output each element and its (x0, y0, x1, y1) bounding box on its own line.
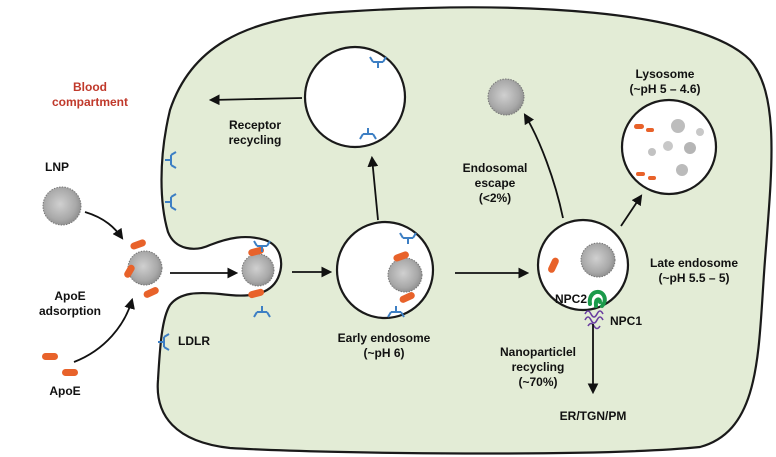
npc1-label: NPC1 (610, 314, 643, 328)
lnp-label: LNP (45, 160, 69, 174)
endosomal-escape-line3: (<2%) (478, 191, 512, 205)
recycling-vesicle (303, 45, 407, 149)
npc2-protein (587, 289, 607, 308)
er-tgn-pm-label: ER/TGN/PM (559, 409, 627, 423)
npc1-protein (584, 310, 604, 330)
nanoparticle-recycling-line1: Nanoparticlel (499, 345, 577, 359)
early-endosome-line1: Early endosome (337, 331, 431, 345)
endosomal-escape-line1: Endosomal (462, 161, 528, 175)
early-endosome-label: Early endosome (~pH 6) (328, 331, 440, 361)
nanoparticle-recycling-line3: (~70%) (518, 375, 558, 389)
apoe-free (42, 353, 78, 376)
blood-label-line1: Blood (73, 80, 107, 94)
lysosome-line2: (~pH 5 – 4.6) (629, 82, 701, 96)
npc2-label: NPC2 (554, 292, 587, 306)
lnp-in-late-endosome (548, 242, 616, 278)
nanoparticle-recycling-line2: recycling (511, 360, 565, 374)
endosomal-escape-label: Endosomal escape (<2%) (450, 161, 540, 206)
ldlr-label: LDLR (178, 334, 210, 348)
lnp-escaped (487, 78, 525, 116)
late-endosome-label: Late endosome (~pH 5.5 – 5) (638, 256, 750, 286)
late-endosome-line1: Late endosome (649, 256, 739, 270)
early-endosome-line2: (~pH 6) (363, 346, 405, 360)
receptor-recycling-line1: Receptor (228, 118, 281, 132)
lysosome-label: Lysosome (~pH 5 – 4.6) (610, 67, 720, 97)
lnp-with-apoe (124, 239, 163, 298)
ldlr-receptors (158, 56, 417, 351)
blood-compartment-label: Blood compartment (40, 80, 140, 110)
nanoparticle-recycling-label: Nanoparticlel recycling (~70%) (488, 345, 588, 390)
lnp-free (42, 186, 82, 226)
blood-label-line2: compartment (51, 95, 128, 109)
lnp-in-pit (241, 246, 275, 299)
lysosome-contents (634, 119, 704, 180)
late-endosome-line2: (~pH 5.5 – 5) (658, 271, 730, 285)
apoe-adsorption-label: ApoE adsorption (25, 289, 115, 319)
apoe-adsorption-line1: ApoE (54, 289, 86, 303)
lysosome-line1: Lysosome (635, 67, 695, 81)
receptor-recycling-label: Receptor recycling (210, 118, 300, 148)
receptor-recycling-line2: recycling (228, 133, 282, 147)
lnp-in-early-endosome (387, 251, 423, 303)
pathway-arrows (73, 94, 643, 395)
endosomal-escape-line2: escape (474, 176, 516, 190)
apoe-label: ApoE (49, 384, 81, 398)
apoe-adsorption-line2: adsorption (39, 304, 101, 318)
